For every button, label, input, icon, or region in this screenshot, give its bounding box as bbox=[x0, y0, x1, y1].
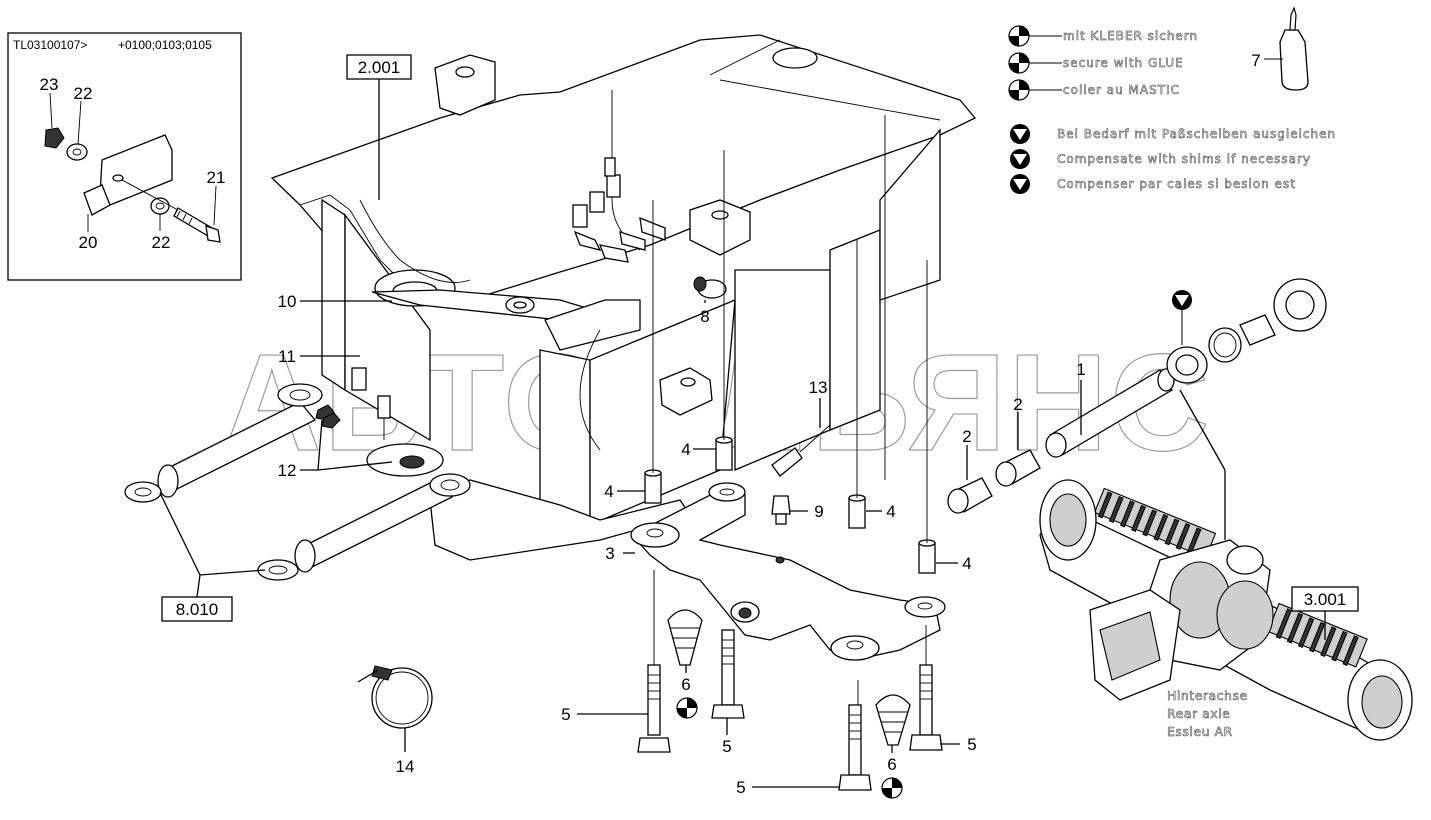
legend-glue-de: mit KLEBER sichern bbox=[1063, 29, 1198, 43]
callout-9: 9 bbox=[814, 502, 823, 521]
callout-6a: 6 bbox=[681, 675, 690, 694]
callout-3: 3 bbox=[605, 544, 614, 563]
frame-reference: 2.001 bbox=[346, 54, 412, 200]
callout-8: 8 bbox=[700, 307, 709, 326]
legend: mit KLEBER sichern secure with GLUE coll… bbox=[1008, 6, 1336, 194]
cylinders-ref-label: 8.010 bbox=[176, 600, 219, 619]
spacer-sleeves bbox=[644, 150, 936, 574]
callout-5d: 5 bbox=[967, 735, 976, 754]
legend-glue-fr: coller au MASTIC bbox=[1063, 83, 1180, 97]
callout-5a: 5 bbox=[561, 705, 570, 724]
callout-4b: 4 bbox=[681, 440, 690, 459]
rear-axle-caption-de: Hinterachse bbox=[1167, 688, 1248, 703]
callout-5b: 5 bbox=[722, 737, 731, 756]
inset-callout-23: 23 bbox=[40, 75, 59, 94]
shim-marker-icon bbox=[1172, 290, 1192, 345]
rear-axle-ref-label: 3.001 bbox=[1304, 590, 1347, 609]
callout-4d: 4 bbox=[962, 554, 971, 573]
inset-callout-21: 21 bbox=[207, 168, 226, 187]
inset-callout-22b: 22 bbox=[152, 233, 171, 252]
glue-symbol-icon bbox=[1008, 25, 1062, 101]
inset-header-left: TL03100107> bbox=[13, 38, 87, 52]
axle-cradle bbox=[630, 482, 946, 661]
glue-item-number: 7 bbox=[1251, 51, 1260, 70]
rear-axle-drawing bbox=[1039, 389, 1413, 741]
rear-axle-caption: Hinterachse Rear axle Essieu AR bbox=[1167, 688, 1248, 740]
callout-14: 14 bbox=[396, 757, 415, 776]
callout-12: 12 bbox=[278, 461, 297, 480]
frame-ref-label: 2.001 bbox=[358, 58, 401, 77]
rear-axle-caption-en: Rear axle bbox=[1167, 706, 1230, 721]
inset-detail: TL03100107> +0100;0103;0105 23 22 21 20 … bbox=[7, 32, 242, 281]
grease-nipple-and-hose bbox=[771, 424, 831, 525]
legend-shims-de: Bei Bedarf mit Paßscheiben ausgleichen bbox=[1057, 127, 1336, 141]
callout-2a: 2 bbox=[1013, 395, 1022, 414]
glue-marker-icon bbox=[676, 697, 903, 799]
main-frame-drawing bbox=[270, 34, 977, 561]
hydraulic-cylinders bbox=[124, 367, 471, 581]
rear-axle-reference: 3.001 bbox=[1291, 586, 1359, 640]
hydraulic-fittings bbox=[572, 157, 727, 299]
mounting-bolts bbox=[637, 570, 943, 791]
callout-numbers: 10 11 12 8 13 1 2 2 3 4 4 4 4 5 5 5 5 6 … bbox=[278, 292, 1086, 797]
legend-shims-en: Compensate with shims if necessary bbox=[1057, 152, 1311, 166]
inset-callout-22a: 22 bbox=[74, 84, 93, 103]
glue-tube-icon bbox=[1264, 6, 1309, 91]
inset-callout-20: 20 bbox=[79, 233, 98, 252]
callout-leaders bbox=[300, 300, 1082, 788]
callout-2b: 2 bbox=[962, 427, 971, 446]
rubber-buffers bbox=[667, 609, 911, 746]
callout-1: 1 bbox=[1076, 360, 1085, 379]
callout-6b: 6 bbox=[887, 755, 896, 774]
shim-symbol-icon bbox=[1010, 124, 1030, 194]
legend-shims-fr: Compenser par cales si besion est bbox=[1057, 177, 1296, 191]
cylinders-reference: 8.010 bbox=[159, 492, 266, 622]
rear-axle-caption-fr: Essieu AR bbox=[1167, 724, 1233, 739]
cable-tie bbox=[357, 665, 433, 729]
callout-4a: 4 bbox=[604, 482, 613, 501]
callout-10: 10 bbox=[278, 292, 297, 311]
legend-glue-en: secure with GLUE bbox=[1063, 56, 1184, 70]
callout-11: 11 bbox=[278, 347, 296, 366]
callout-4c: 4 bbox=[886, 502, 895, 521]
callout-13: 13 bbox=[809, 378, 828, 397]
inset-header-right: +0100;0103;0105 bbox=[118, 38, 212, 52]
callout-5c: 5 bbox=[736, 778, 745, 797]
